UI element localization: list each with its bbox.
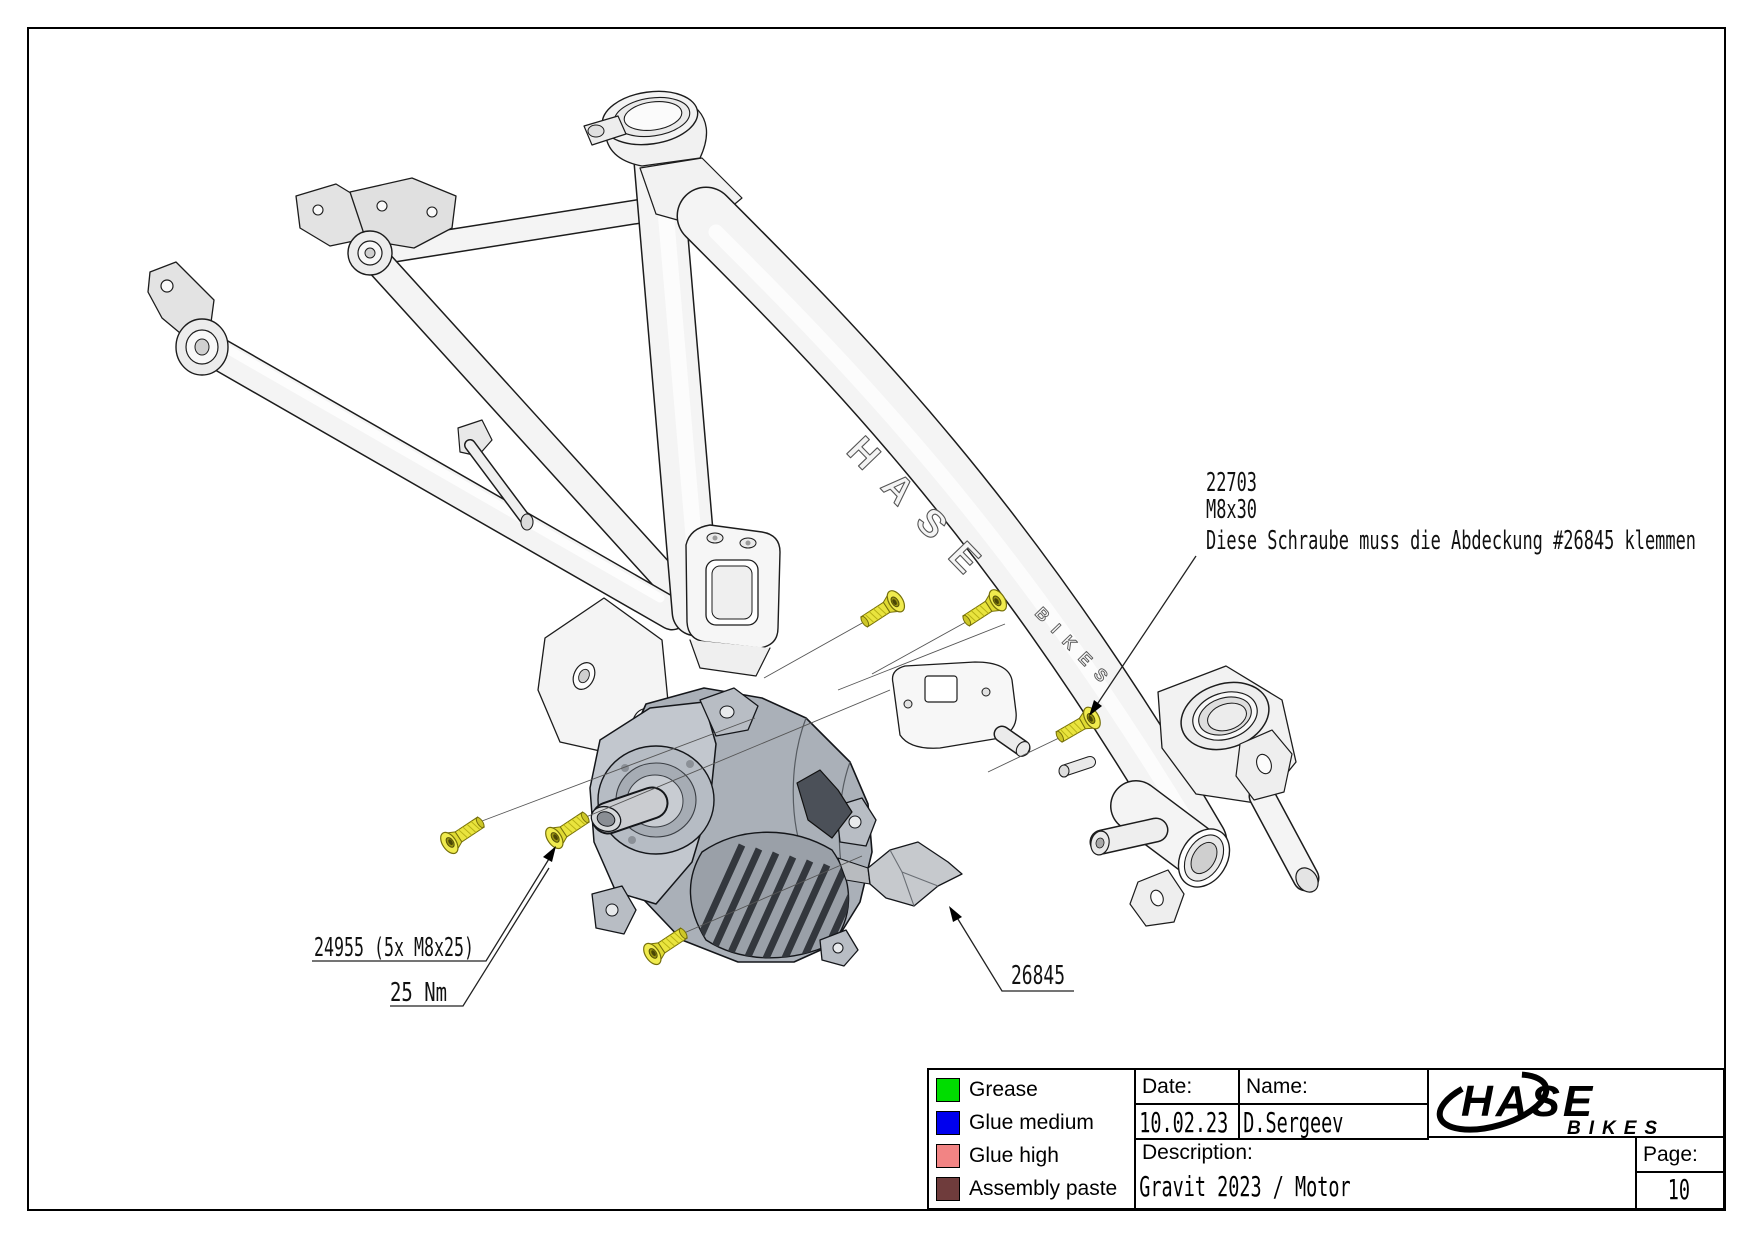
name-label-cell: Name: [1238,1070,1429,1105]
mount-block [685,524,781,677]
leader-lines [312,555,1197,1007]
legend-label: Glue high [969,1143,1059,1167]
note-cover-number: 26845 [1011,961,1065,991]
motor-unit [589,687,963,967]
name-label: Name: [1246,1075,1308,1098]
description-label: Description: [1142,1141,1253,1164]
legend-row-glue-medium: Glue medium [929,1110,1134,1135]
note-torque: 25 Nm [390,978,447,1008]
page-label-cell: Page: [1635,1138,1723,1173]
screw-m8x25-4 [541,805,595,853]
legend-label: Glue medium [969,1110,1094,1134]
name-value-cell: D.Sergeev [1238,1103,1429,1140]
screw-axis-lines [481,621,1060,934]
logo-word1: HASE [1461,1077,1595,1126]
glue-medium-color-swatch [936,1110,960,1135]
hase-bikes-logo: HASE BIKES [1436,1071,1665,1139]
screw-m8x25-1 [855,587,909,634]
cover-bracket-26845 [837,841,963,907]
logo-swoosh [1436,1071,1550,1133]
sheet-border [27,27,1726,1211]
motor-cooling-fins [690,843,849,958]
note-part-number: 24955 (5x M8x25) [314,933,474,963]
logo-word2: BIKES [1567,1118,1665,1136]
cable-guide-fin [796,769,853,839]
legend-row-grease: Grease [929,1077,1134,1102]
note-screw-instruction: Diese Schraube muss die Abdeckung #26845… [1206,526,1696,556]
assembly-paste-color-swatch [936,1176,960,1201]
legend-label: Assembly paste [969,1176,1118,1200]
leader-arrowheads [543,700,1102,922]
page-label: Page: [1643,1143,1698,1166]
page-value-cell: 10 [1635,1171,1723,1208]
legend-row-glue-high: Glue high [929,1143,1134,1168]
frame-logo-lettering: HASE BIKES [838,429,1120,695]
company-logo-cell: HASE BIKES [1427,1070,1723,1139]
grease-color-swatch [936,1077,960,1102]
glue-high-color-swatch [936,1143,960,1168]
note-screw-size: M8x30 [1206,495,1257,525]
cover-plate [891,661,1031,757]
annotations: 22703 M8x30 Diese Schraube muss die Abde… [314,468,1696,1008]
page-value: 10 [1667,1173,1691,1206]
date-label-cell: Date: [1134,1070,1240,1105]
date-label: Date: [1142,1075,1193,1098]
legend-row-assembly-paste: Assembly paste [929,1176,1134,1201]
name-value: D.Sergeev [1243,1106,1344,1139]
date-value-cell: 10.02.23 [1134,1103,1240,1140]
description-cell: Description: Gravit 2023 / Motor [1134,1138,1637,1208]
description-value: Gravit 2023 / Motor [1139,1170,1351,1203]
screw-m8x25-3 [436,810,490,858]
legend-table: Grease Glue medium Glue high Assembly pa… [929,1070,1136,1208]
note-screw-number: 22703 [1206,468,1257,498]
date-value: 10.02.23 [1139,1106,1229,1139]
title-block: Grease Glue medium Glue high Assembly pa… [927,1068,1725,1210]
screw-m8x30-22703 [1051,703,1105,749]
legend-label: Grease [969,1077,1038,1101]
